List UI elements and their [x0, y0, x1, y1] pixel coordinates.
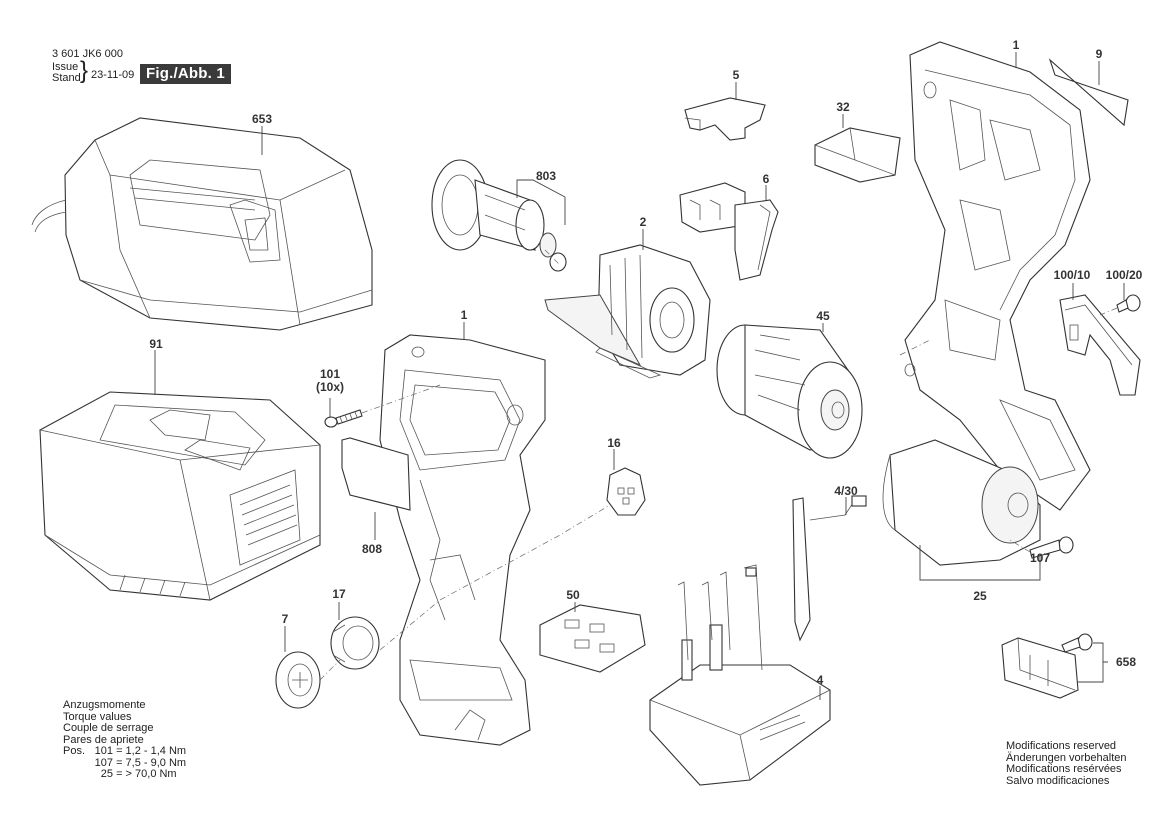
torque-position: 25: [100, 768, 113, 780]
torque-row: Pos. 101 = 1,2 - 1,4 Nm: [63, 745, 187, 758]
modifications-en: Modifications reserved: [1006, 740, 1117, 752]
part-number: 3 601 JK6 000: [52, 48, 123, 60]
torque-title-fr: Couple de serrage: [63, 722, 154, 734]
chuck-drawing: [882, 439, 1041, 566]
callout-100-10: 100/10: [1053, 268, 1091, 282]
housing-left-drawing: [379, 334, 546, 746]
callout-658: 658: [1115, 655, 1137, 669]
callout-50: 50: [566, 588, 580, 602]
battery-drawing: [39, 391, 321, 601]
label-plate-drawing: [1048, 58, 1129, 127]
issue-brace: }: [80, 57, 89, 84]
end-cap-drawing: [275, 651, 321, 709]
slide-switch-drawing: [684, 97, 766, 141]
chuck-screw-drawing: [1029, 536, 1074, 559]
issue-label-en: Issue: [52, 61, 79, 73]
housing-right-drawing: [904, 41, 1091, 511]
torque-position: 107: [94, 756, 113, 769]
torque-title-de: Anzugsmomente: [63, 699, 146, 711]
torque-prefix: Pos.: [63, 745, 86, 757]
figure-badge: Fig./Abb. 1: [140, 64, 231, 84]
nameplate-drawing: [341, 437, 411, 511]
armature-drawing: [431, 159, 567, 272]
callout-1-left: 1: [460, 308, 468, 322]
torque-row: 25 = > 70,0 Nm: [63, 768, 186, 781]
electronics-module-drawing: [649, 564, 831, 786]
torque-value: = 7,5 - 9,0 Nm: [116, 756, 187, 769]
led-board-drawing: [606, 467, 646, 516]
callout-803: 803: [535, 169, 557, 183]
leader-lines: [154, 52, 1125, 700]
torque-title-en: Torque values: [63, 710, 132, 723]
issue-date: 23-11-09: [91, 69, 135, 81]
gearbox-drawing: [716, 324, 863, 459]
torque-row: 107 = 7,5 - 9,0 Nm: [63, 756, 187, 770]
assembly-lines: [319, 249, 1118, 681]
callout-107: 107: [1029, 551, 1051, 565]
modifications-de: Änderungen vorbehalten: [1006, 751, 1127, 764]
torque-value: = 1,2 - 1,4 Nm: [116, 745, 187, 757]
callout-653: 653: [251, 112, 273, 126]
direction-cover-drawing: [814, 127, 901, 183]
callout-32: 32: [836, 100, 850, 114]
callout-100-20: 100/20: [1105, 268, 1143, 282]
callout-2: 2: [639, 215, 647, 229]
callout-25: 25: [973, 589, 987, 603]
callout-808: 808: [361, 542, 383, 556]
belt-clip-drawing: [1059, 294, 1141, 396]
modifications-fr: Modifications resérvées: [1006, 763, 1122, 775]
fan-cover-drawing: [330, 616, 380, 670]
callout-7: 7: [281, 612, 289, 626]
callout-5: 5: [732, 68, 740, 82]
belt-clip-screw-drawing: [1116, 294, 1141, 313]
callout-101: 101 (10x): [315, 367, 345, 394]
torque-values: Anzugsmomente Torque values Couple de se…: [63, 699, 187, 781]
indicator-board-drawing: [539, 604, 646, 673]
callout-9: 9: [1095, 47, 1103, 61]
issue-label-de: Stand: [52, 72, 81, 84]
torque-position: 101: [94, 745, 113, 757]
cable-harness-drawing: [792, 495, 867, 642]
torque-title-es: Pares de apriete: [63, 733, 144, 746]
callout-4: 4: [816, 673, 824, 687]
callout-16: 16: [607, 436, 621, 450]
bit-holder-drawing: [1001, 633, 1093, 699]
callout-17: 17: [332, 587, 346, 601]
callout-45: 45: [816, 309, 830, 323]
callout-4-30: 4/30: [834, 484, 858, 498]
issue-label: Issue Stand: [52, 62, 81, 84]
stator-drawing: [544, 244, 711, 379]
housing-screw-drawing: [324, 409, 363, 428]
modifications-es: Salvo modificaciones: [1006, 774, 1110, 787]
charger-drawing: [31, 117, 373, 331]
torque-value: = > 70,0 Nm: [116, 768, 177, 780]
callout-1-right: 1: [1012, 38, 1020, 52]
callout-91: 91: [149, 337, 163, 351]
callout-6: 6: [762, 172, 770, 186]
trigger-drawing: [679, 182, 779, 281]
modifications-notice: Modifications reserved Änderungen vorbeh…: [1006, 740, 1127, 787]
